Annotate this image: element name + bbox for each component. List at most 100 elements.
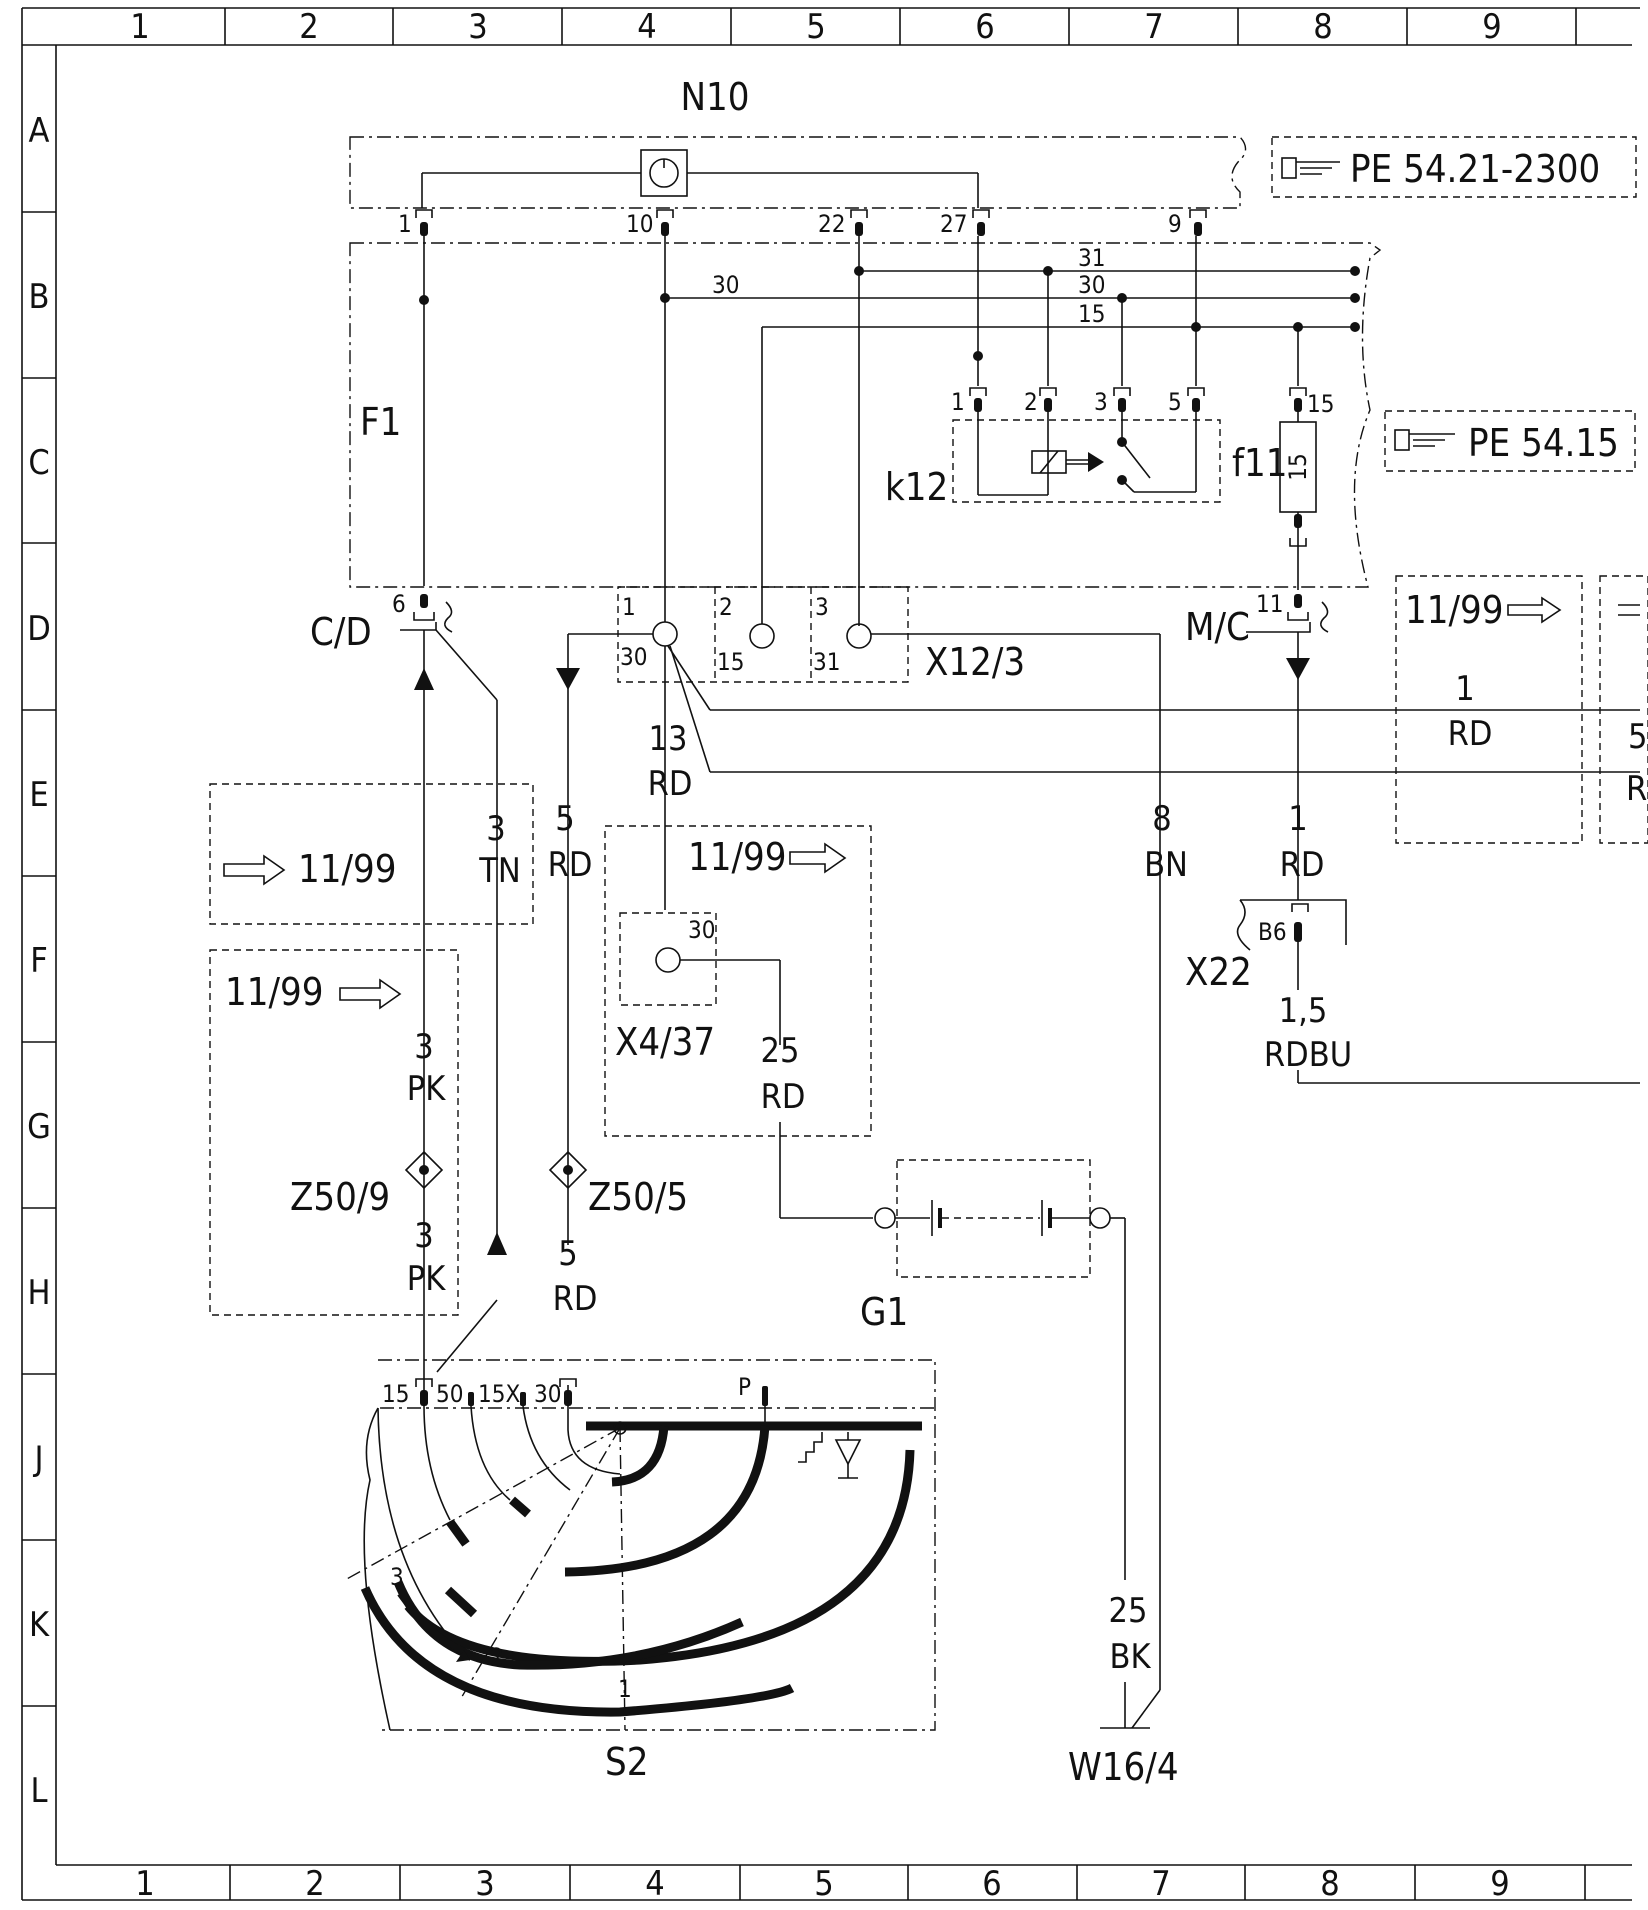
f11-label: f11 (1232, 441, 1288, 485)
x22-connector: 1 RD B6 X22 1,5 RDBU (1185, 799, 1640, 1084)
wire-size: 13 (649, 719, 688, 759)
mc-connector: M/C 11 (1185, 590, 1329, 900)
pe-ref-mid-text: PE 54.15 (1468, 421, 1619, 465)
pin-label: 11 (1256, 590, 1283, 618)
wire-size: 3 (414, 1027, 433, 1067)
g1-battery: G1 (860, 1159, 1126, 1580)
row-label: C (28, 443, 49, 483)
wire-color: BN (1144, 845, 1188, 885)
bus-label: 31 (1078, 244, 1105, 272)
row-label: L (30, 1771, 47, 1811)
x22-label: X22 (1185, 950, 1252, 994)
wire-color: BK (1109, 1637, 1151, 1677)
pin-label: 15X (478, 1380, 520, 1408)
x12-connector: 1 2 3 30 15 31 X12/3 (556, 586, 1640, 1690)
note-right-text: 11/99 (1405, 588, 1504, 632)
pin-label: 1 (618, 1675, 632, 1703)
pin-label: 15 (1307, 390, 1334, 418)
g1-label: G1 (860, 1290, 908, 1334)
s2-ignition-switch: 15 50 15X 30 P (344, 1299, 936, 1784)
pin-label: 9 (1168, 210, 1182, 238)
row-label: K (29, 1605, 50, 1645)
pin-label: 3 (390, 1563, 404, 1591)
row-label: E (29, 775, 48, 815)
col-label: 3 (475, 1864, 494, 1904)
col-label: 8 (1313, 7, 1332, 47)
wire-color: RD (761, 1077, 806, 1117)
col-label: 9 (1490, 1864, 1509, 1904)
pin-label: 10 (626, 210, 653, 238)
wire-color: RD (553, 1279, 598, 1319)
col-label: 2 (305, 1864, 324, 1904)
n10-pins: 1 10 22 27 9 (398, 209, 1207, 238)
column-labels-top: 1 2 3 4 5 6 7 8 9 (130, 7, 1501, 47)
f11-rating: 15 (1284, 453, 1312, 480)
note-center-text: 11/99 (688, 835, 787, 879)
z50-9-label: Z50/9 (290, 1175, 390, 1219)
wire-color: RD (1280, 845, 1325, 885)
wire-color: PK (407, 1259, 446, 1299)
pin-label: 31 (813, 648, 840, 676)
bus-label: 30 (1078, 271, 1105, 299)
wire-size: 5 (555, 799, 574, 839)
note-left-bottom-text: 11/99 (225, 970, 324, 1014)
wire-size: 3 (414, 1216, 433, 1256)
f1-conductors (423, 236, 1299, 626)
pin-label: 3 (1094, 388, 1108, 416)
col-label: 6 (975, 7, 994, 47)
k12-label: k12 (885, 465, 948, 509)
wire-color: RD (648, 764, 693, 804)
pin-label: 27 (940, 210, 967, 238)
right-variant-block: 11/99 1 RD 5 R (1395, 575, 1648, 844)
col-label: 7 (1144, 7, 1163, 47)
f1-box: F1 (349, 242, 1382, 588)
wire-size: 25 (761, 1031, 800, 1071)
col-label: 4 (637, 7, 656, 47)
z50-5-splice: Z50/5 (548, 1150, 688, 1219)
pin-label: 2 (1024, 388, 1038, 416)
wire-size: 8 (1152, 799, 1171, 839)
w16-4-ground: 25 BK W16/4 8 BN (1068, 799, 1188, 1789)
w16-4-label: W16/4 (1068, 1745, 1179, 1789)
col-label: 6 (982, 1864, 1001, 1904)
row-label: D (27, 609, 51, 649)
col-label: 7 (1151, 1864, 1170, 1904)
n10-label: N10 (680, 75, 749, 119)
pin-label: 2 (719, 593, 733, 621)
x4-37-block: 11/99 30 X4/37 25 RD (604, 825, 873, 1219)
row-label: H (27, 1273, 50, 1313)
wire-size: 3 (486, 809, 505, 849)
pin-label: 30 (620, 643, 647, 671)
pin-label: 15 (717, 648, 744, 676)
row-label: G (27, 1107, 51, 1147)
sheet-frame (21, 7, 1640, 1901)
col-label: 1 (135, 1864, 154, 1904)
pin-label: 1 (951, 388, 965, 416)
wire-color: TN (478, 851, 521, 891)
pin-label: 1 (622, 593, 636, 621)
row-label: F (30, 941, 48, 981)
variant-note-left-top: 11/99 (209, 783, 534, 925)
pin-label: 22 (818, 210, 845, 238)
tn-arrow (487, 1232, 507, 1255)
pin-label: 30 (688, 916, 715, 944)
pin-label: 1 (398, 210, 412, 238)
wire-size: 1,5 (1279, 991, 1328, 1031)
col-label: 4 (645, 1864, 664, 1904)
col-label: 9 (1482, 7, 1501, 47)
cd-label: C/D (310, 610, 372, 654)
wire-size: 5 (558, 1234, 577, 1274)
wire-size: 1 (1455, 669, 1474, 709)
left-wire-labels: 3 PK 3 TN 5 RD 3 PK 5 RD 13 RD (407, 719, 693, 1319)
pe-ref-top-text: PE 54.21-2300 (1350, 147, 1600, 191)
wire-color: RDBU (1264, 1035, 1352, 1075)
row-label: A (29, 111, 50, 151)
pin-label: 2 (490, 1643, 504, 1671)
z50-5-label: Z50/5 (588, 1175, 688, 1219)
wire-color: RD (548, 845, 593, 885)
col-label: 5 (806, 7, 825, 47)
wire-size: 5 (1628, 717, 1647, 757)
wire-color: PK (407, 1069, 446, 1109)
wire-size: 1 (1288, 799, 1307, 839)
pin-label: 15 (382, 1380, 409, 1408)
